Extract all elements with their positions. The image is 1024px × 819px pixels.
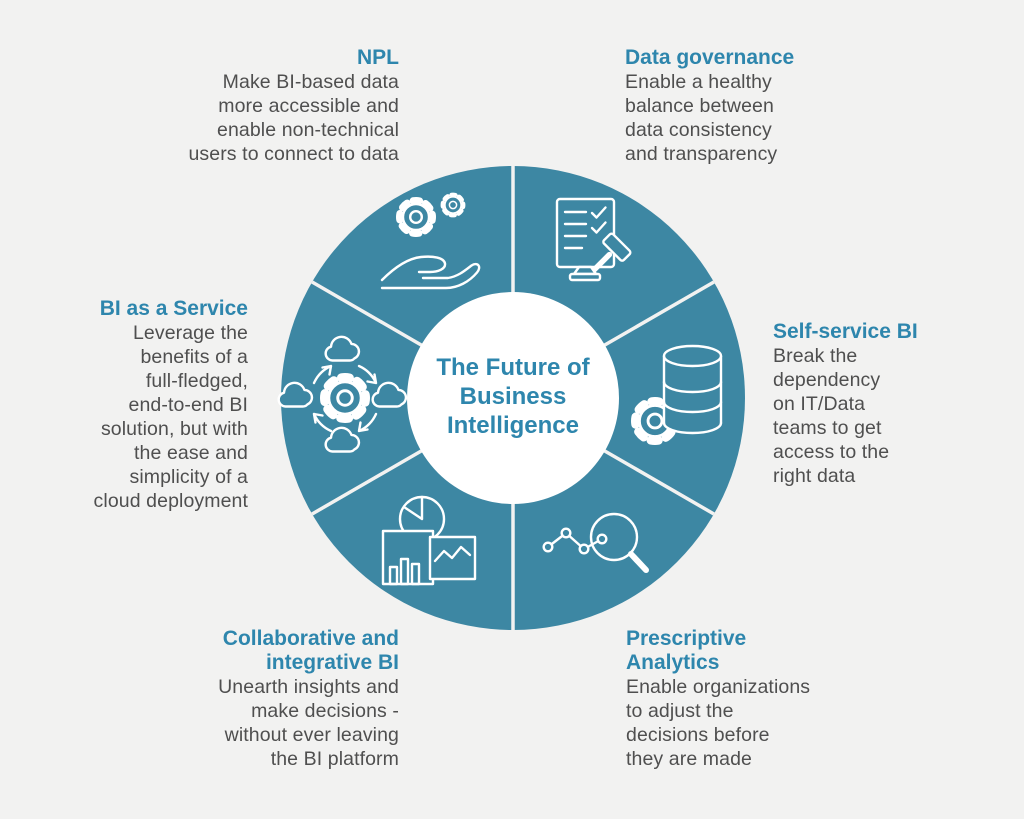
gears-hand-icon: [380, 195, 481, 290]
segment-title: NPL: [357, 46, 399, 69]
segment-title: Data governance: [625, 46, 795, 69]
segment-dividers: [311, 166, 715, 630]
segment-title: BI as a Service: [99, 297, 248, 320]
segment-title: Self-service BI: [773, 320, 918, 343]
segment-description: Enable organizations to adjust the decis…: [626, 676, 811, 770]
segment-description: Make BI-based data more accessible and e…: [188, 71, 399, 165]
segment-label-bi-as-a-service: BI as a Service Leverage the benefits of…: [28, 297, 248, 513]
segment-label-data-governance: Data governance Enable a healthy balance…: [625, 46, 925, 166]
segment-description: Enable a healthy balance between data co…: [625, 71, 778, 165]
cloud-gear-sync-icon: [277, 335, 408, 453]
segment-description: Unearth insights and make decisions - wi…: [218, 676, 399, 770]
magnifier-trend-icon: [542, 512, 649, 573]
segment-label-self-service-bi: Self-service BI Break the dependency on …: [773, 320, 1013, 488]
center-title: The Future of Business Intelligence: [436, 354, 590, 439]
segment-label-npl: NPL Make BI-based data more accessible a…: [99, 46, 399, 166]
database-gear-icon: [635, 344, 723, 441]
document-gavel-icon: [555, 197, 632, 282]
charts-icon: [381, 495, 477, 586]
wheel-center-circle: [407, 292, 619, 504]
segment-title: Prescriptive Analytics: [626, 627, 747, 674]
segment-title: Collaborative and integrative BI: [222, 627, 399, 674]
segment-description: Leverage the benefits of a full-fledged,…: [93, 322, 248, 512]
segment-label-collaborative-bi: Collaborative and integrative BI Unearth…: [99, 627, 399, 771]
segment-label-prescriptive-analytics: Prescriptive Analytics Enable organizati…: [626, 627, 926, 771]
segment-description: Break the dependency on IT/Data teams to…: [773, 345, 890, 487]
